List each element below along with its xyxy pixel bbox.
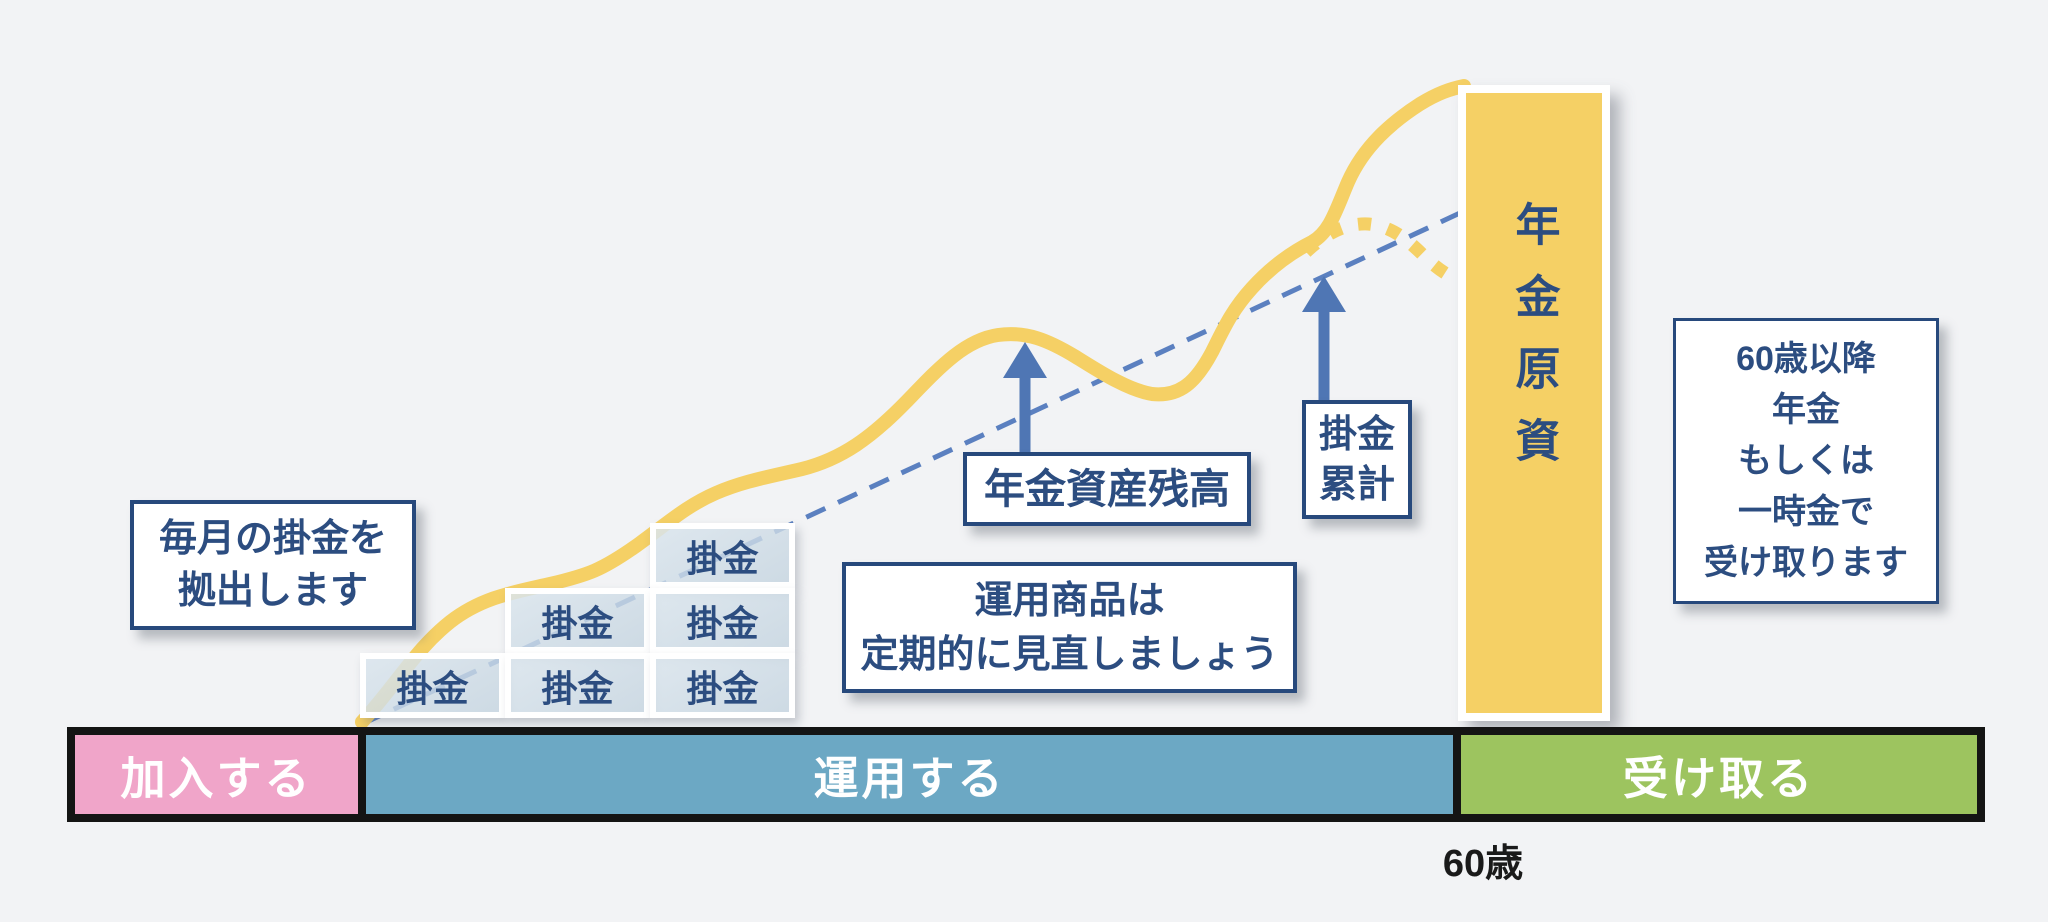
callout-line: 定期的に見直しましょう (860, 633, 1279, 676)
contribution-total-dashed-line (360, 210, 1462, 727)
timeline-segment-receive: 受け取る (1461, 735, 1977, 814)
callout-line: 毎月の掛金を (158, 518, 387, 560)
asset-balance-arrow (1003, 342, 1047, 455)
callout-line: 年金資産残高 (984, 465, 1230, 512)
receive-info-callout: 60歳以降 年金 もしくは 一時金で 受け取ります (1673, 318, 1939, 604)
contribution-block: 掛金 (650, 653, 795, 718)
callout-line: 累計 (1318, 463, 1395, 506)
timeline-segment-join: 加入する (75, 735, 358, 814)
contribution-block: 掛金 (505, 653, 650, 718)
callout-line: 一時金で (1738, 492, 1874, 531)
monthly-contribution-callout: 毎月の掛金を 拠出します (130, 500, 416, 630)
asset-balance-dip-dotted-curve (1301, 217, 1464, 288)
asset-balance-curve (355, 79, 1471, 729)
callout-line: 年金 (1772, 390, 1840, 429)
age-60-marker: 60歳 (1442, 843, 1524, 885)
contribution-block: 掛金 (650, 523, 795, 588)
contribution-blocks: 掛金 掛金 掛金 掛金 掛金 掛金 (360, 523, 797, 719)
timeline-segment-invest: 運用する (366, 735, 1453, 814)
contribution-total-callout: 掛金 累計 (1302, 400, 1412, 519)
asset-balance-callout: 年金資産残高 (963, 452, 1251, 526)
contribution-block: 掛金 (650, 588, 795, 653)
callout-line: 掛金 (1318, 413, 1395, 456)
contribution-total-arrow (1302, 276, 1346, 400)
pension-fund-label: 年金原資 (1508, 201, 1560, 489)
contribution-block: 掛金 (505, 588, 650, 653)
contribution-block: 掛金 (360, 653, 505, 718)
callout-line: 運用商品は (974, 579, 1165, 622)
timeline-bar: 加入する 運用する 受け取る (67, 727, 1985, 822)
callout-line: 60歳以降 (1736, 339, 1876, 378)
callout-line: もしくは (1738, 441, 1874, 480)
callout-line: 拠出します (177, 570, 368, 612)
pension-fund-bar: 年金原資 (1458, 85, 1610, 721)
callout-line: 受け取ります (1704, 543, 1908, 582)
review-products-callout: 運用商品は 定期的に見直しましょう (842, 562, 1297, 693)
